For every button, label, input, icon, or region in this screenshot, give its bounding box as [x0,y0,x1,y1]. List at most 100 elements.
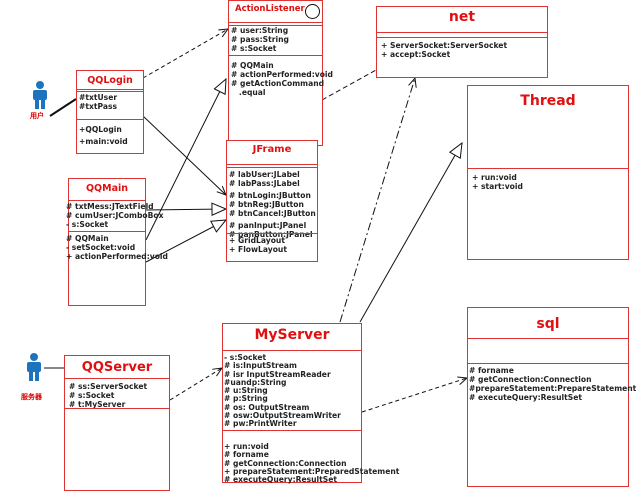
method: + run:void [472,173,517,182]
class-net: net + ServerSocket:ServerSocket + accept… [376,6,548,78]
edge-qqserver-myserver [169,368,222,401]
attribute: # pass:String [231,35,289,44]
class-qqlogin: QQLogin #txtUser #txtPass +QQLogin +main… [76,70,144,154]
method-list: + run:void # forname # getConnection:Con… [224,442,400,485]
attribute: # os: OutputStream [224,402,310,412]
class-actionlistener: ActionListener # user:String # pass:Stri… [228,0,333,146]
server-actor-label: 服务器 [21,393,42,401]
method: + run:void [224,442,269,451]
method: + actionPerformed:void [66,252,168,261]
method: .equal [231,88,266,97]
method: + FlowLayout [229,245,287,254]
edge-qqlogin-actionlistener [142,29,228,79]
attribute: # osw:OutputStreamWriter [224,411,341,421]
method-list: # forname # getConnection:Connection #pr… [469,366,636,402]
class-title: QQServer [81,360,153,375]
attribute: #txtUser [79,93,118,102]
attribute: # txtMess:JTextField [66,202,154,211]
method: + accept:Socket [381,50,451,59]
class-myserver: MyServer - s:Socket # is:InputStream # i… [222,323,399,484]
user-actor-label: 用户 [30,112,44,120]
method: #prepareStatement:PrepareStatement [469,384,637,393]
attribute: # btnLogin:JButton [229,191,311,200]
edge-myserver-net [339,78,415,323]
class-qqmain: QQMain # txtMess:JTextField # cumUser:JC… [66,178,168,306]
method: # forname [224,450,269,460]
attribute-list: - s:Socket # is:InputStream # isr InputS… [224,353,341,429]
attribute-list: # ss:ServerSocket # s:Socket # t:MyServe… [69,382,147,409]
method-list: + GridLayout + FlowLayout [229,236,287,254]
method: +main:void [79,137,128,146]
class-title: sql [536,316,560,332]
attribute: # p:String [224,394,268,404]
method: # forname [469,366,514,375]
method: +QQLogin [79,125,122,134]
method: # getConnection:Connection [224,458,347,468]
class-title: JFrame [252,144,292,155]
class-sql: sql # forname # getConnection:Connection… [467,307,636,487]
attribute: # ss:ServerSocket [69,382,148,391]
method-list: +QQLogin +main:void [79,124,128,148]
method: # getConnection:Connection [469,375,592,384]
method: + prepareStatement:PreparedStatement [224,466,400,476]
method: # getActionCommand [231,79,325,88]
method: # executeQuery:ResultSet [224,475,338,485]
method: + ServerSocket:ServerSocket [381,41,508,50]
method-list: + run:void + start:void [472,173,523,191]
method: # QQMain [66,234,109,243]
method: # actionPerformed:void [231,70,333,79]
class-title: Thread [520,93,576,109]
class-title: net [448,9,476,25]
attribute-list: # txtMess:JTextField # cumUser:JComboBox… [66,202,164,229]
class-title: QQMain [85,183,129,194]
method: # executeQuery:ResultSet [469,393,583,402]
method: - setSocket:void [66,243,136,252]
attribute: - s:Socket [66,220,109,229]
method-list: # QQMain - setSocket:void + actionPerfor… [66,234,168,261]
user-actor-icon [33,81,47,109]
user-actor [28,80,52,120]
edge-qqmain-jframe-lower [145,220,226,263]
class-title: QQLogin [87,75,133,86]
edge-myserver-sql [361,378,467,413]
attribute: # panInput:JPanel [229,221,307,230]
method: + start:void [472,182,523,191]
edge-qqmain-jframe [145,209,226,210]
edge-user-qqlogin [49,98,77,117]
class-thread: Thread + run:void + start:void [467,85,629,260]
method: + GridLayout [229,236,285,245]
edge-actionlistener-net [321,69,377,101]
method-list: # QQMain # actionPerformed:void # getAct… [231,61,333,97]
class-title: MyServer [254,327,330,343]
class-jframe: JFrame # labUser:JLabel # labPass:JLabel… [226,140,318,262]
server-actor [22,352,46,392]
interface-circle-icon [305,4,320,19]
class-qqserver: QQServer # ss:ServerSocket # s:Socket # … [64,355,170,491]
attribute: # pw:PrintWriter [224,419,297,429]
attribute: # cumUser:JComboBox [66,211,164,220]
attribute: # labPass:JLabel [229,179,300,188]
method-list: + ServerSocket:ServerSocket + accept:Soc… [381,41,507,59]
attribute: # btnCancel:JButton [229,209,316,218]
attribute-list: # user:String # pass:String # s:Socket [231,26,289,53]
attribute: # u:String [224,386,268,396]
attribute: # s:Socket [231,44,277,53]
edge-qqlogin-jframe [142,115,226,195]
attribute: # isr InputStreamReader [224,369,331,379]
attribute: - s:Socket [224,353,267,362]
attribute: # panButton:JPanel [229,230,313,239]
attribute: #uandp:String [224,377,287,387]
class-title: ActionListener [235,4,305,14]
edge-myserver-thread [359,143,462,323]
attribute: # is:InputStream [224,361,297,371]
attribute: # t:MyServer [69,400,126,409]
attribute: # user:String [231,26,289,35]
attribute: #txtPass [79,102,118,111]
attribute: # btnReg:JButton [229,200,304,209]
attribute: # s:Socket [69,391,115,400]
attribute: # labUser:JLabel [229,170,300,179]
attribute-list: #txtUser #txtPass [79,93,117,111]
server-actor-icon [27,353,41,381]
method: # QQMain [231,61,274,70]
